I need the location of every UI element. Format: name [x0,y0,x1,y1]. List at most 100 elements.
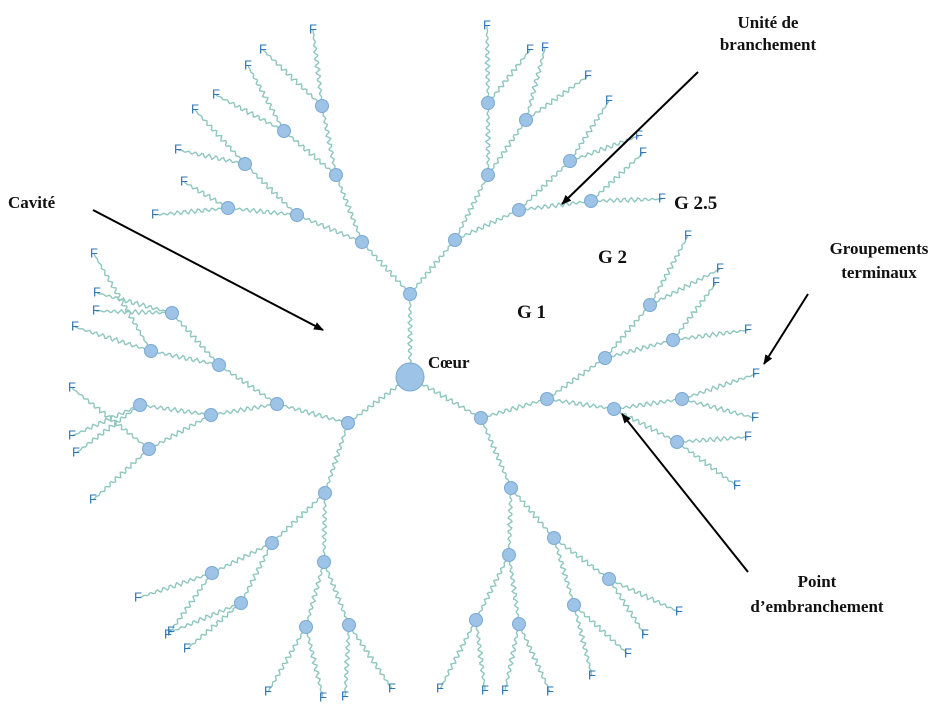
branch-point-g2 [448,233,462,247]
terminal-group-f: F [675,603,683,618]
chain-segment [487,119,527,176]
terminal-group-f: F [605,92,613,107]
chain-segment [613,398,683,410]
chain-segment [361,241,411,295]
terminal-group-f: F [244,57,252,72]
chain-segment [480,417,512,489]
terminal-group-f: F [684,227,692,242]
chain-segment [276,403,349,424]
branch-point-g4 [277,124,291,138]
branch-point-g3 [607,402,621,416]
chain-segment [74,326,152,352]
branch-point-g2 [504,481,518,495]
arrow-point [621,413,749,573]
branch-point-g3 [204,408,218,422]
chain-segment [672,282,717,341]
chain-segment [672,329,749,341]
branch-point-g4 [481,96,495,110]
branch-point-g4 [315,99,329,113]
chain-segment [649,235,689,306]
chain-segment [71,404,141,437]
chain-segment [244,163,298,216]
chain-segment [171,312,220,366]
terminal-group-f: F [641,626,649,641]
terminal-group-f: F [319,689,327,704]
chain-segment [283,130,337,176]
branch-point-g1 [403,287,417,301]
terminal-group-f: F [388,680,396,695]
branch-point-g3 [290,208,304,222]
core-node [395,362,425,392]
terminal-group-f: F [436,680,444,695]
terminal-group-f: F [151,206,159,221]
chain-segment [312,29,323,106]
chain-segment [305,626,324,699]
chain-segment [215,94,285,132]
branch-point-g4 [519,113,533,127]
chain-segment [409,239,456,295]
chain-segment [262,49,323,107]
chain-segment [519,200,592,211]
chain-segment [510,487,555,539]
chain-segment [506,487,514,556]
chain-segment [546,357,606,400]
branch-point-g4 [205,566,219,580]
branch-point-g3 [329,168,343,182]
chain-segment [518,623,551,693]
chain-segment [608,578,680,613]
chain-segment [227,207,298,216]
chain-segment [194,109,246,165]
chain-segment [335,174,363,243]
chain-segment [681,398,756,419]
chain-segment [296,214,363,243]
chain-segment [95,308,173,316]
branch-point-g3 [317,555,331,569]
branch-point-g4 [602,572,616,586]
terminal-group-f: F [180,173,188,188]
branch-point-g3 [265,536,279,550]
terminal-group-f: F [752,365,760,380]
terminal-group-f: F [68,379,76,394]
chain-segment [348,624,393,690]
label-cavite: Cavité [8,193,56,212]
chain-segment [590,152,644,202]
chain-segment [480,398,548,419]
chain-segment [137,572,213,599]
chain-segment [321,492,328,563]
branch-point-g2 [355,235,369,249]
chain-segment [518,160,571,211]
chain-segment [487,49,531,104]
label-g1: G 1 [517,302,546,323]
labels: Unité de branchement Cavité Groupements … [8,13,929,616]
terminal-group-f: F [744,321,752,336]
chain-segment [475,554,510,621]
branch-point-g4 [469,613,483,627]
chain-segment [573,604,629,655]
arrow-cavite [92,209,324,331]
chain-segment [604,304,651,359]
chain-segment [321,105,337,176]
chain-segment [553,537,575,606]
callout-arrows [92,71,809,573]
chain-segment [324,422,349,494]
chain-segment [546,398,615,410]
branch-point-g4 [133,398,147,412]
label-point-line2: d’embranchement [750,597,883,616]
terminal-group-f: F [71,318,79,333]
terminal-group-f: F [541,39,549,54]
branch-point-g3 [547,531,561,545]
chain-segment [484,25,491,104]
terminal-group-f: F [624,645,632,660]
chain-segment [148,414,212,450]
arrow-unite [561,71,699,205]
chain-segment [590,196,662,204]
terminal-group-f: F [635,127,643,142]
chain-segment [71,387,150,450]
branch-point-g4 [234,596,248,610]
terminal-group-f: F [584,67,592,82]
branch-point-g1 [474,411,488,425]
terminal-group-f: F [309,21,317,36]
